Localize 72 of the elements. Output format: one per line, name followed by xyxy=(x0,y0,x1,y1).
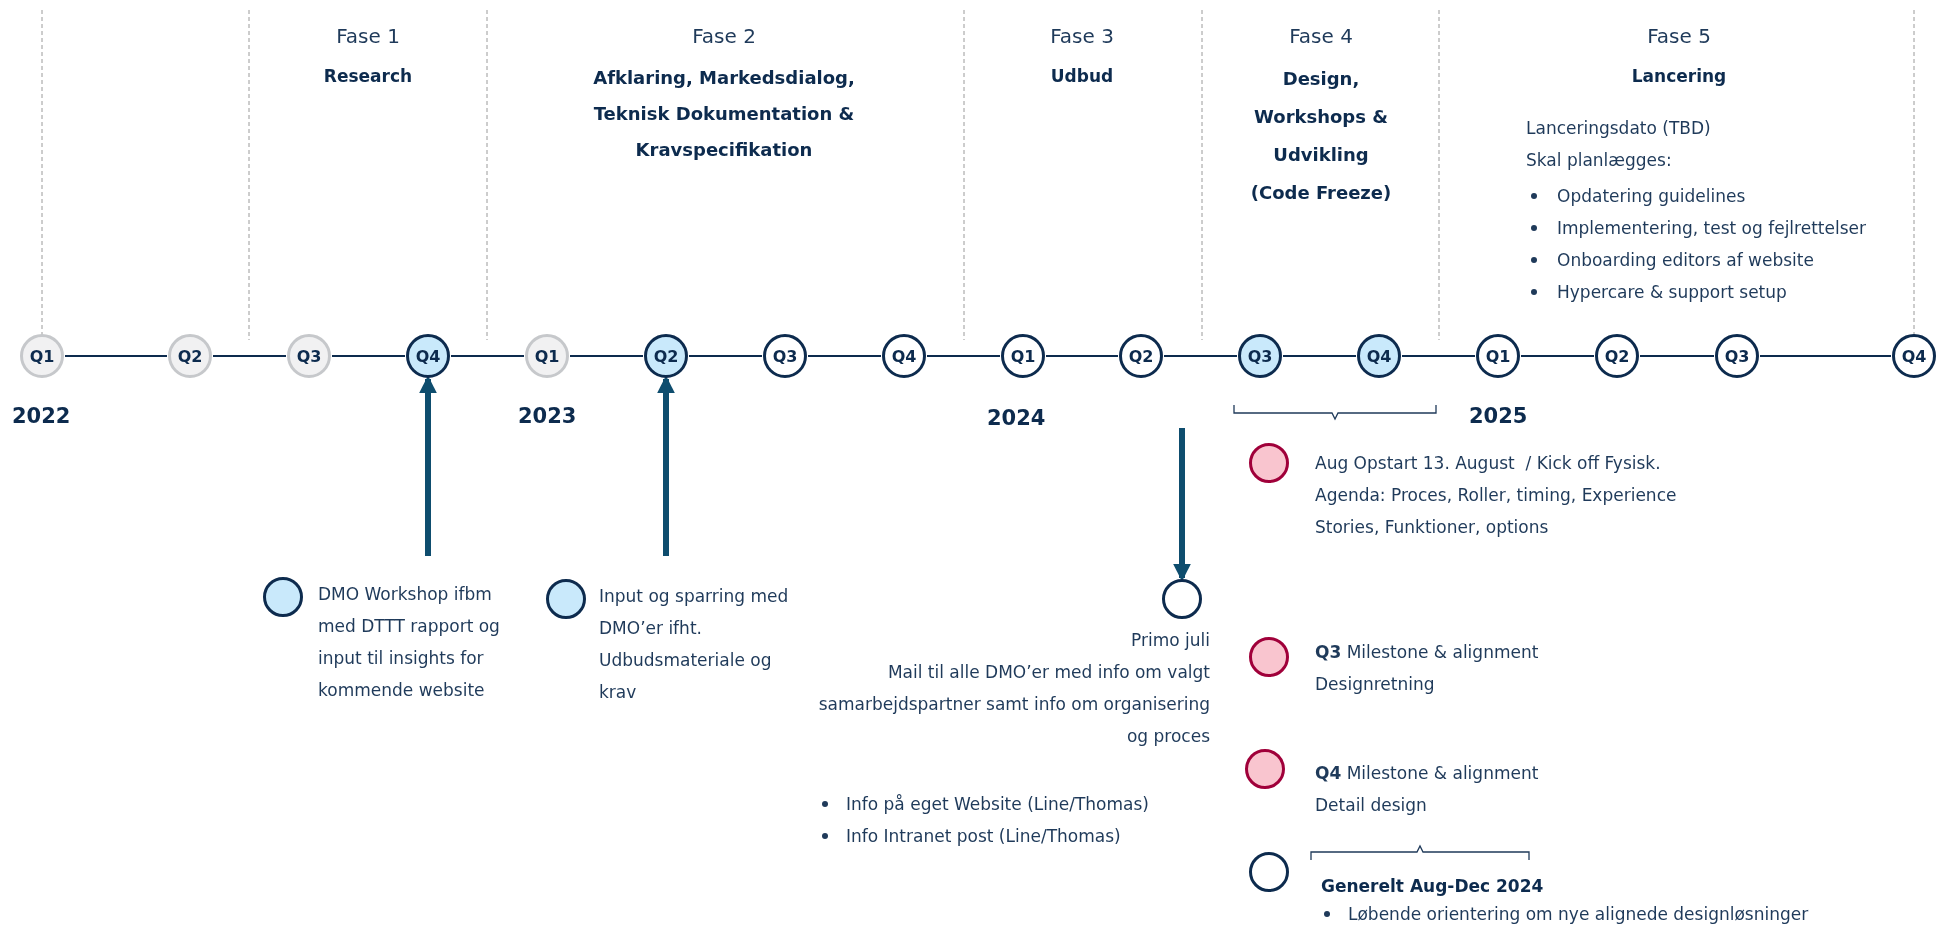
timeline-line xyxy=(1759,355,1892,357)
phase-title: Afklaring, Markedsdialog, Teknisk Dokumentation & Kravspecifikation xyxy=(592,66,856,162)
list-item: Onboarding editors af website xyxy=(1557,249,1814,272)
phase-label: Fase 5 xyxy=(1646,23,1712,50)
event-text: Q4 Milestone & alignment xyxy=(1315,762,1540,785)
quarter-marker: Q3 xyxy=(1238,334,1282,378)
quarter-marker: Q4 xyxy=(1357,334,1401,378)
event-text: Agenda: Proces, Roller, timing, Experience Stories, Funktioner, options xyxy=(1315,484,1678,539)
milestone-marker xyxy=(1249,443,1289,483)
phase-label: Fase 1 xyxy=(335,23,401,50)
quarter-marker: Q4 xyxy=(1892,334,1936,378)
phase-title: Research xyxy=(322,65,414,88)
list-item: Løbende orientering om nye alignede designløsninger xyxy=(1348,903,1810,926)
event-text: DMO Workshop ifbm med DTTT rapport og input til insights for kommende website xyxy=(318,583,501,702)
quarter-marker: Q2 xyxy=(1595,334,1639,378)
quarter-marker: Q3 xyxy=(1715,334,1759,378)
note-text: Skal planlægges: xyxy=(1526,149,1672,172)
year-label: 2024 xyxy=(987,405,1046,432)
timeline-line xyxy=(331,355,406,357)
list-item: Implementering, test og fejlrettelser xyxy=(1557,217,1866,240)
event-marker xyxy=(1249,852,1289,892)
list-item: Info på eget Website (Line/Thomas) xyxy=(846,793,1150,816)
list-item: Info Intranet post (Line/Thomas) xyxy=(846,825,1122,848)
phase-label: Fase 3 xyxy=(1049,23,1115,50)
year-label: 2023 xyxy=(518,403,577,430)
timeline-line xyxy=(1401,355,1476,357)
timeline-line xyxy=(688,355,763,357)
quarter-marker: Q1 xyxy=(1001,334,1045,378)
year-label: 2025 xyxy=(1469,403,1528,430)
event-text: Mail til alle DMO’er med info om valgt samarbejdspartner samt info om organisering og proces xyxy=(817,661,1210,748)
phase-title: Lancering xyxy=(1630,65,1728,88)
event-text: Detail design xyxy=(1315,794,1428,817)
timeline-line xyxy=(1282,355,1357,357)
phase-title: Udbud xyxy=(1049,65,1115,88)
timeline-line xyxy=(1163,355,1238,357)
timeline-line xyxy=(926,355,1001,357)
quarter-marker: Q2 xyxy=(168,334,212,378)
timeline-line xyxy=(212,355,287,357)
timeline-line xyxy=(807,355,882,357)
note-text: Lanceringsdato (TBD) xyxy=(1526,117,1711,140)
event-marker xyxy=(546,579,586,619)
event-marker xyxy=(1162,579,1202,619)
list-item: Hypercare & support setup xyxy=(1557,281,1787,304)
milestone-marker xyxy=(1245,749,1285,789)
timeline-line xyxy=(1639,355,1715,357)
timeline-line xyxy=(450,355,525,357)
event-text: Primo juli xyxy=(1130,629,1210,652)
event-text: Input og sparring med DMO’er ifht. Udbudsmateriale og krav xyxy=(599,585,789,704)
phase-title: Design, Workshops & Udvikling (Code Freeze) xyxy=(1249,67,1393,205)
quarter-marker: Q2 xyxy=(644,334,688,378)
quarter-marker: Q1 xyxy=(525,334,569,378)
timeline-line xyxy=(1045,355,1119,357)
timeline-line xyxy=(569,355,644,357)
timeline-line xyxy=(1520,355,1595,357)
timeline-line xyxy=(64,355,168,357)
event-text: Aug Opstart 13. August / Kick off Fysisk. xyxy=(1315,452,1662,475)
event-text: Q3 Milestone & alignment xyxy=(1315,641,1540,664)
list-item: Opdatering guidelines xyxy=(1557,185,1746,208)
quarter-marker: Q3 xyxy=(763,334,807,378)
quarter-marker: Q3 xyxy=(287,334,331,378)
event-text: Generelt Aug-Dec 2024 xyxy=(1321,875,1545,898)
quarter-marker: Q1 xyxy=(20,334,64,378)
phase-label: Fase 4 xyxy=(1288,23,1354,50)
quarter-marker: Q1 xyxy=(1476,334,1520,378)
quarter-marker: Q4 xyxy=(882,334,926,378)
event-marker xyxy=(263,577,303,617)
phase-label: Fase 2 xyxy=(691,23,757,50)
quarter-marker: Q2 xyxy=(1119,334,1163,378)
year-label: 2022 xyxy=(12,403,71,430)
quarter-marker: Q4 xyxy=(406,334,450,378)
event-text: Designretning xyxy=(1315,673,1436,696)
milestone-marker xyxy=(1249,637,1289,677)
